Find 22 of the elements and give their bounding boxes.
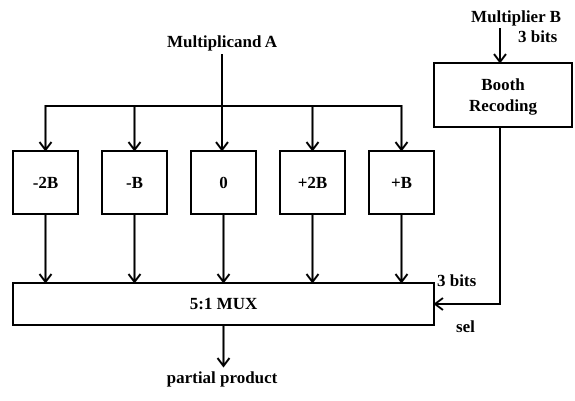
arrow — [306, 215, 320, 283]
block-box: +2B — [279, 150, 346, 215]
block-box: +B — [368, 150, 435, 215]
arrow — [216, 215, 230, 283]
arrow — [128, 215, 142, 283]
arrow — [434, 128, 501, 311]
block-box: -2B — [12, 150, 79, 215]
block-box: 0 — [190, 150, 257, 215]
text-label: Multiplier B — [458, 6, 574, 28]
arrow — [221, 54, 408, 151]
block-box: 5:1 MUX — [12, 282, 435, 326]
text-label: Multiplicand A — [150, 30, 294, 54]
text-label: partial product — [140, 366, 304, 390]
arrow — [216, 326, 230, 367]
edge-label: 3 bits — [437, 270, 476, 292]
signal-label: sel — [456, 316, 475, 338]
arrow — [493, 28, 507, 63]
arrow — [394, 215, 408, 283]
block-box: -B — [101, 150, 168, 215]
arrow — [38, 215, 52, 283]
edge-label: 3 bits — [518, 26, 558, 48]
block-box: Booth Recoding — [433, 62, 573, 128]
